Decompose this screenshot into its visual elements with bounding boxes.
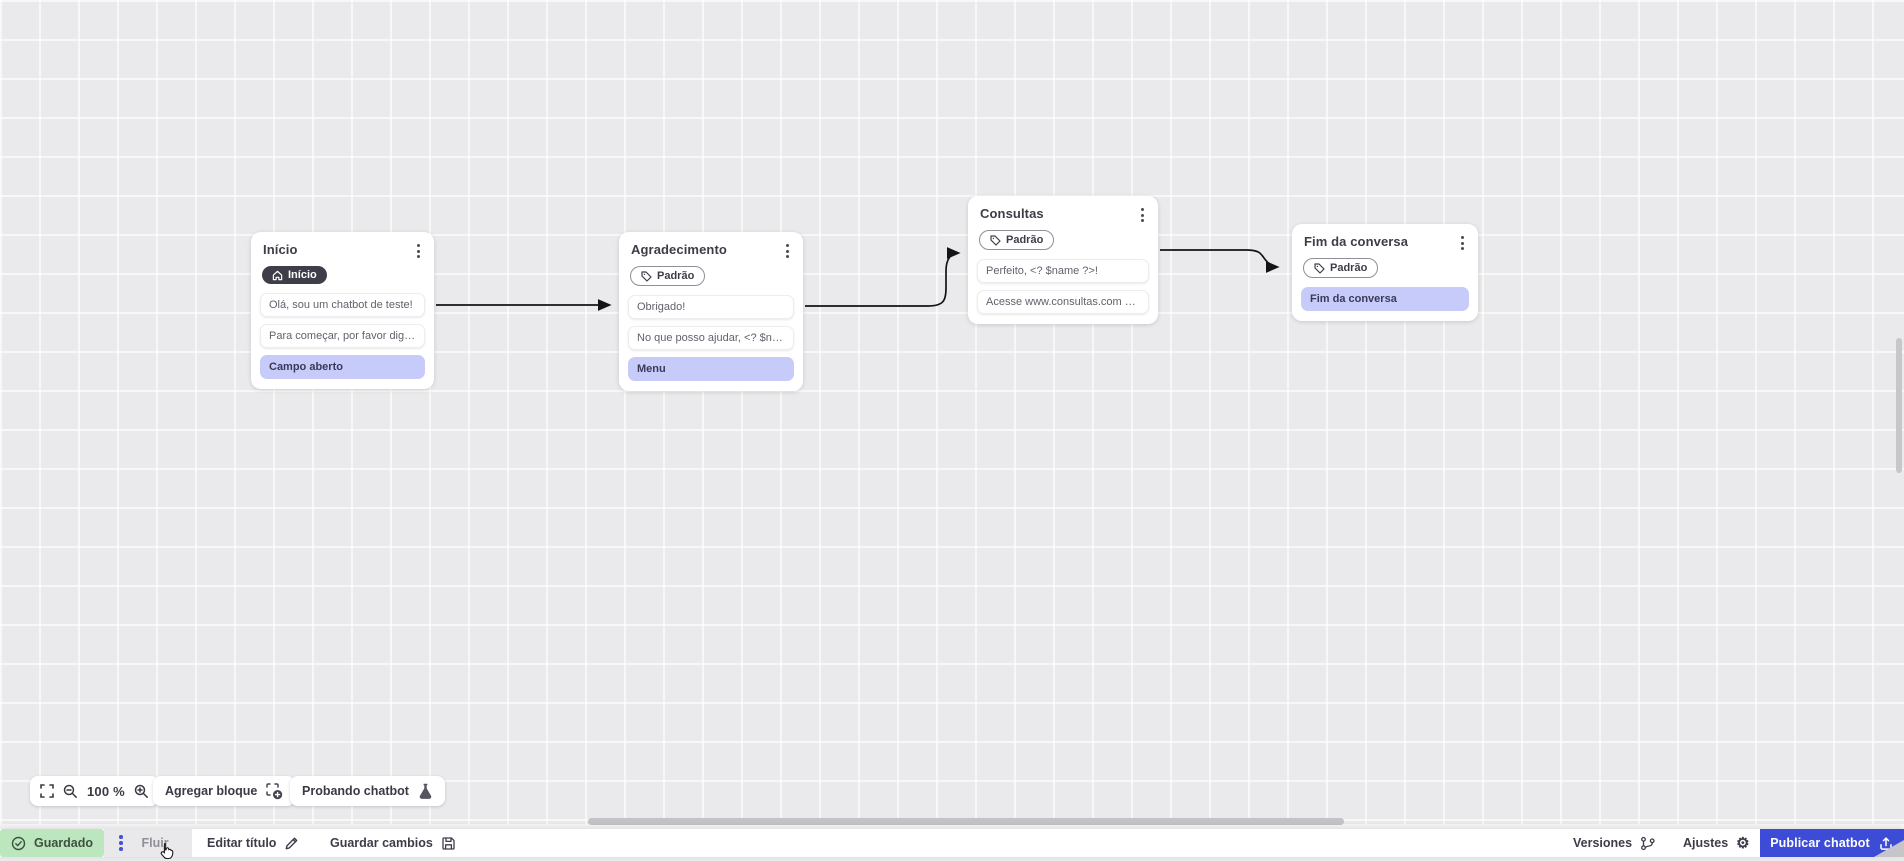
node-message[interactable]: Acesse www.consultas.com par... — [977, 290, 1149, 314]
node-message-end[interactable]: Fim da conversa — [1301, 287, 1469, 311]
tag-icon — [641, 270, 652, 282]
save-icon — [442, 836, 455, 850]
drag-handle-icon[interactable] — [114, 831, 128, 855]
settings-button[interactable]: Ajustes ⚙ — [1683, 829, 1750, 857]
node-menu-icon[interactable] — [1456, 232, 1469, 254]
gear-icon: ⚙ — [1736, 834, 1750, 852]
save-changes-label: Guardar cambios — [330, 836, 433, 850]
horizontal-scrollbar[interactable] — [588, 818, 1344, 825]
node-header: Agradecimento — [628, 240, 794, 262]
node-menu-icon[interactable] — [781, 240, 794, 262]
node-title: Agradecimento — [631, 242, 727, 257]
tab-flow[interactable]: Fluir — [104, 829, 192, 857]
node-fim-da-conversa[interactable]: Fim da conversa Padrão Fim da conversa — [1292, 224, 1478, 321]
node-message[interactable]: Olá, sou um chatbot de teste! — [260, 293, 425, 317]
git-branch-icon — [1641, 836, 1655, 850]
publish-chatbot-button[interactable]: Publicar chatbot — [1760, 829, 1904, 857]
node-inicio[interactable]: Início Início Olá, sou um chatbot de tes… — [251, 232, 434, 389]
badge-label: Padrão — [1330, 262, 1368, 274]
check-circle-icon — [11, 836, 26, 850]
node-type-badge: Início — [262, 266, 327, 284]
edit-title-button[interactable]: Editar título — [207, 829, 299, 857]
flow-tab-label: Fluir — [141, 836, 169, 850]
node-message[interactable]: Obrigado! — [628, 295, 794, 319]
node-menu-icon[interactable] — [1136, 204, 1149, 226]
test-chatbot-label: Probando chatbot — [302, 784, 409, 798]
node-message-menu[interactable]: Menu — [628, 357, 794, 381]
home-icon — [272, 270, 283, 280]
node-title: Início — [263, 242, 298, 257]
flask-icon — [419, 783, 432, 799]
saved-status-badge: Guardado — [0, 829, 104, 857]
node-message[interactable]: No que posso ajudar, <? $name ... — [628, 326, 794, 350]
test-chatbot-button[interactable]: Probando chatbot — [290, 776, 445, 806]
node-title: Consultas — [980, 206, 1044, 221]
versions-button[interactable]: Versiones — [1573, 829, 1656, 857]
tag-icon — [990, 234, 1001, 246]
zoom-in-button[interactable] — [134, 784, 149, 799]
settings-label: Ajustes — [1683, 836, 1729, 850]
node-message-open-field[interactable]: Campo aberto — [260, 355, 425, 379]
zoom-out-icon — [63, 784, 77, 798]
zoom-toolbar: 100 % — [30, 776, 159, 806]
node-menu-icon[interactable] — [412, 240, 425, 262]
publish-label: Publicar chatbot — [1770, 836, 1870, 850]
node-message[interactable]: Perfeito, <? $name ?>! — [977, 259, 1149, 283]
node-type-badge: Padrão — [979, 230, 1055, 250]
badge-label: Início — [288, 269, 317, 281]
node-title: Fim da conversa — [1304, 234, 1409, 249]
pencil-icon — [286, 837, 298, 849]
frame-plus-icon — [266, 782, 283, 799]
node-header: Início — [260, 240, 425, 262]
tag-icon — [1314, 262, 1325, 274]
node-header: Consultas — [977, 204, 1149, 226]
badge-label: Padrão — [657, 270, 695, 282]
node-consultas[interactable]: Consultas Padrão Perfeito, <? $name ?>! … — [968, 196, 1158, 324]
horizontal-scroll-track — [0, 824, 1904, 829]
edit-title-label: Editar título — [207, 836, 277, 850]
saved-status-label: Guardado — [33, 836, 94, 850]
node-agradecimento[interactable]: Agradecimento Padrão Obrigado! No que po… — [619, 232, 803, 391]
add-block-button[interactable]: Agregar bloque — [153, 776, 296, 806]
vertical-scrollbar[interactable] — [1896, 338, 1902, 473]
zoom-out-button[interactable] — [63, 784, 78, 799]
zoom-in-icon — [134, 784, 148, 798]
node-type-badge: Padrão — [1303, 258, 1379, 278]
fit-screen-button[interactable] — [40, 784, 54, 798]
node-message[interactable]: Para começar, por favor digite o ... — [260, 324, 425, 348]
save-changes-button[interactable]: Guardar cambios — [330, 829, 456, 857]
add-block-label: Agregar bloque — [165, 784, 258, 798]
node-header: Fim da conversa — [1301, 232, 1469, 254]
status-bar: Guardado Fluir Editar título Guardar cam… — [0, 829, 1904, 857]
badge-label: Padrão — [1006, 234, 1044, 246]
zoom-level: 100 % — [87, 783, 125, 799]
node-type-badge: Padrão — [630, 266, 706, 286]
fit-screen-icon — [40, 784, 54, 798]
versions-label: Versiones — [1573, 836, 1633, 850]
